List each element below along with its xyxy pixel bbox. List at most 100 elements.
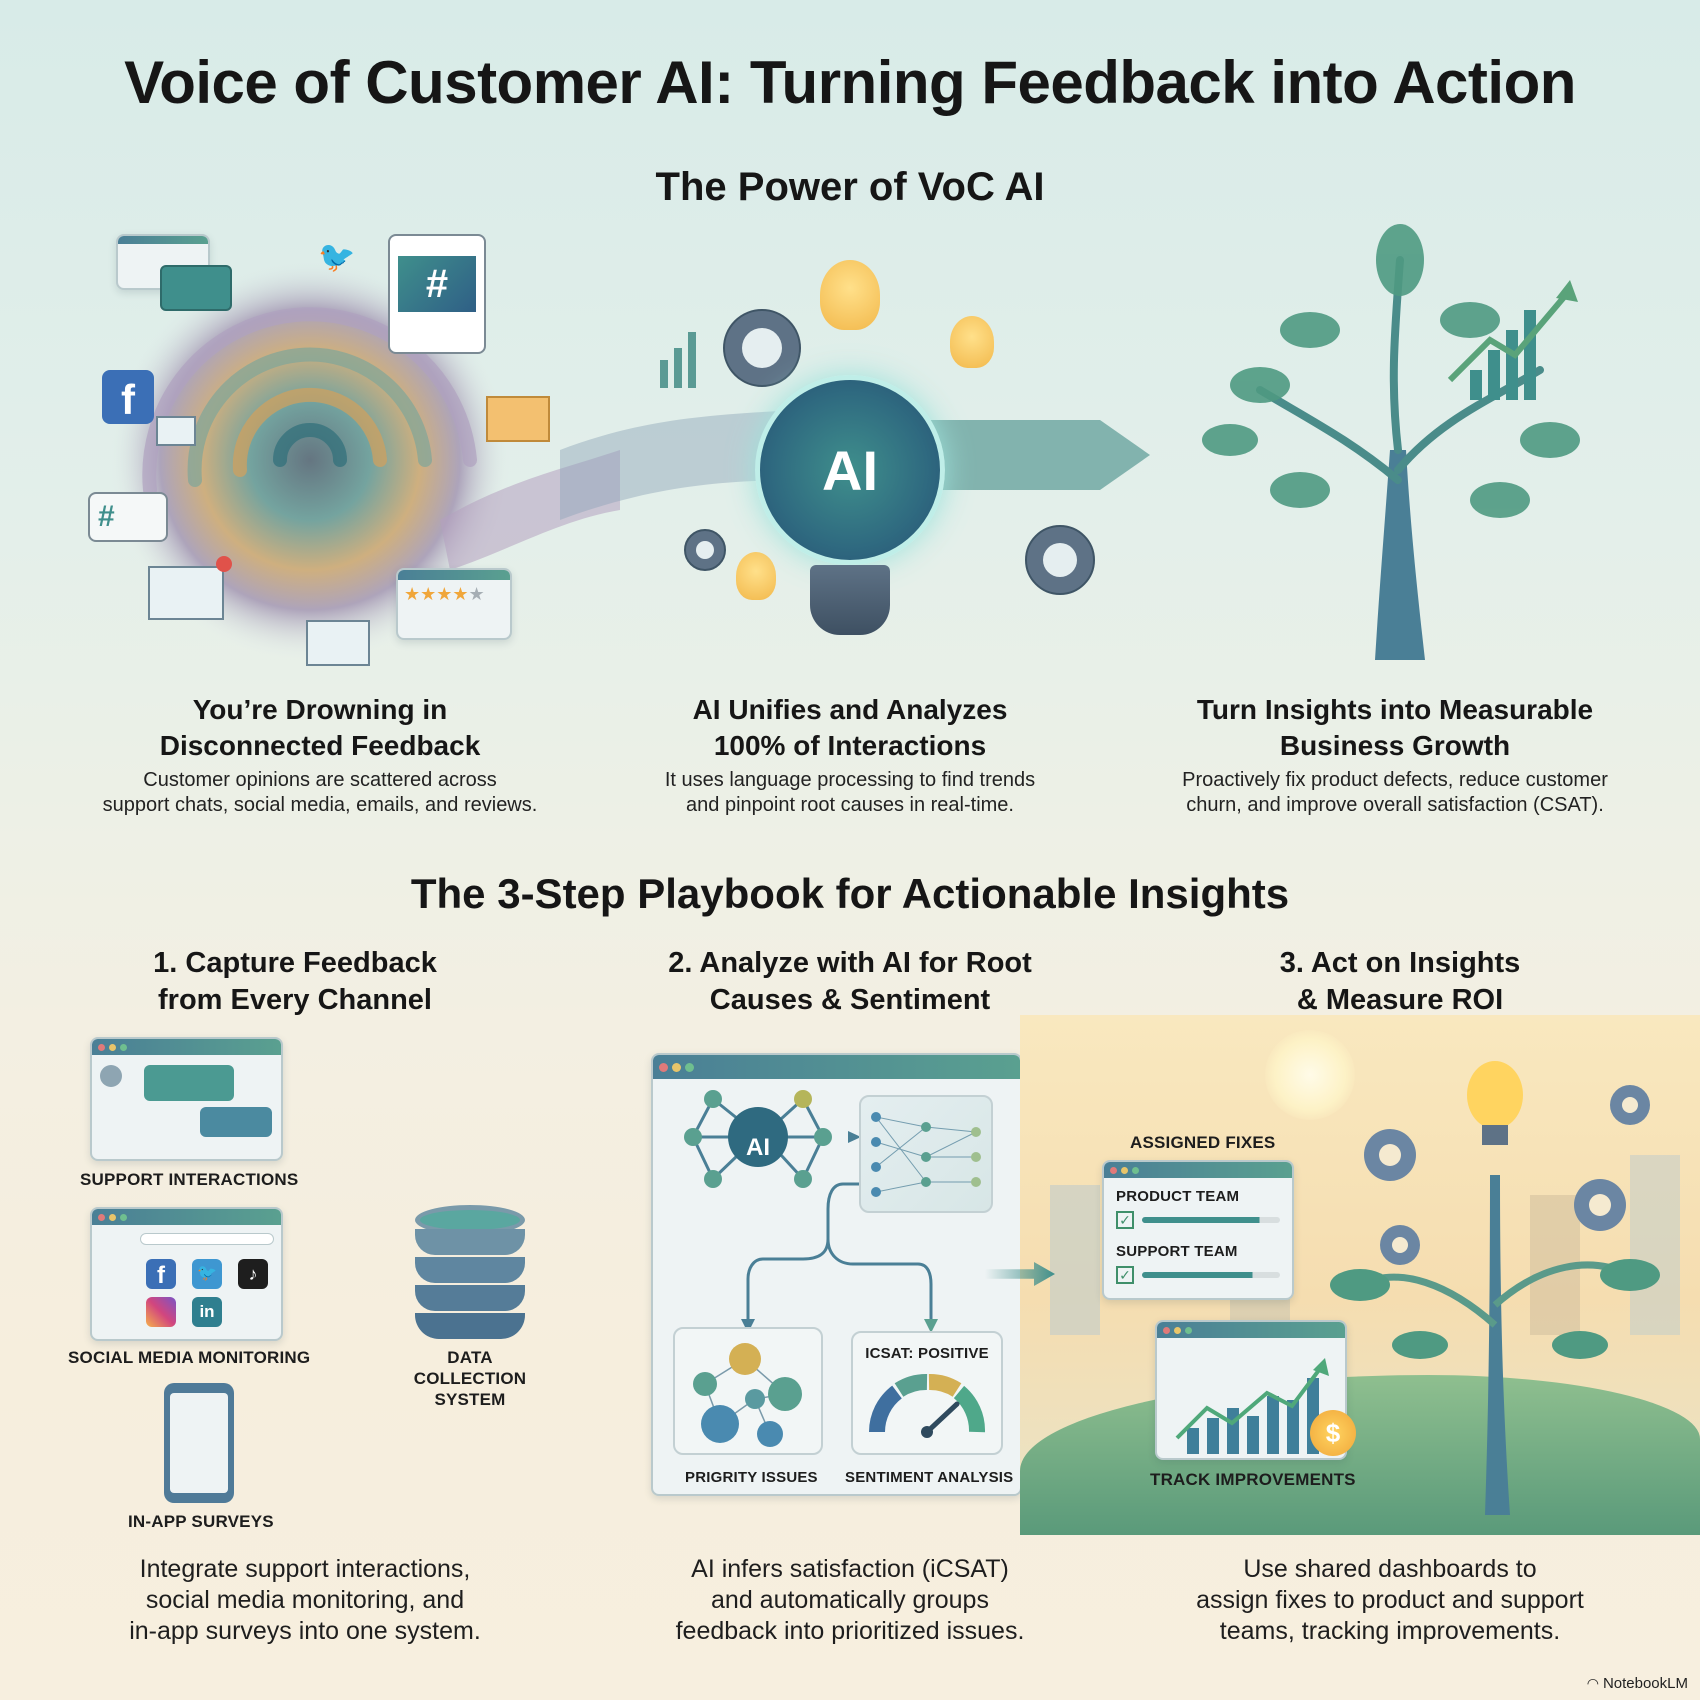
- product-team-label: PRODUCT TEAM: [1116, 1188, 1240, 1205]
- column-body: churn, and improve overall satisfaction …: [1186, 794, 1604, 816]
- assigned-fixes-window: PRODUCT TEAM ✓ SUPPORT TEAM ✓: [1102, 1160, 1294, 1300]
- checkbox-checked-icon: ✓: [1116, 1211, 1134, 1229]
- step-1-description: Integrate support interactions, social m…: [60, 1554, 550, 1647]
- neural-network-icon: [871, 1112, 981, 1197]
- label-line: SYSTEM: [434, 1390, 506, 1409]
- description-line: and automatically groups: [711, 1586, 989, 1614]
- review-window-icon: ★★★★★: [396, 568, 512, 640]
- twitter-icon: 🐦: [318, 241, 356, 274]
- checkbox-checked-icon: ✓: [1116, 1266, 1134, 1284]
- step-heading-line: & Measure ROI: [1296, 984, 1504, 1016]
- icsat-gauge-title: ICSAT: POSITIVE: [865, 1345, 989, 1362]
- step-3-description: Use shared dashboards to assign fixes to…: [1140, 1554, 1640, 1647]
- sentiment-gauge-icon: [869, 1374, 985, 1438]
- avatar-icon: [100, 1065, 122, 1087]
- email-alert-icon: [148, 566, 224, 620]
- support-team-label: SUPPORT TEAM: [1116, 1243, 1238, 1260]
- column-heading: You’re Drowning in: [192, 694, 448, 725]
- ai-network-diagram-icon: [684, 1090, 938, 1333]
- label-line: DATA: [447, 1348, 493, 1367]
- chat-bubble-icon: [200, 1107, 272, 1137]
- hashtag-chat-icon: #: [88, 492, 168, 542]
- email-icon: [306, 620, 370, 666]
- ai-lightbulb-illustration: AI: [560, 220, 1180, 660]
- step-heading-line: 2. Analyze with AI for Root: [668, 947, 1032, 979]
- vortex-icon: [110, 260, 620, 660]
- track-improvements-label: TRACK IMPROVEMENTS: [1150, 1470, 1356, 1489]
- description-line: AI infers satisfaction (iCSAT): [691, 1555, 1009, 1583]
- social-post-icon: #: [388, 234, 486, 354]
- description-line: feedback into prioritized issues.: [675, 1617, 1025, 1645]
- column-heading: Disconnected Feedback: [159, 730, 481, 761]
- data-collection-system-label: DATA COLLECTION SYSTEM: [390, 1347, 550, 1410]
- priority-issues-label: PRIGRITY ISSUES: [685, 1469, 818, 1486]
- column-body: and pinpoint root causes in real-time.: [686, 794, 1014, 816]
- column-body: Customer opinions are scattered across: [143, 769, 497, 791]
- page-title: Voice of Customer AI: Turning Feedback i…: [124, 49, 1576, 116]
- step-heading-line: from Every Channel: [158, 984, 432, 1016]
- feedback-vortex-illustration: 🐦 # f # ★★★★★: [60, 220, 620, 666]
- tree-icon: [1202, 224, 1580, 660]
- tiktok-icon: ♪: [238, 1259, 268, 1289]
- database-icon: [415, 1205, 525, 1339]
- step-1-heading: 1. Capture Feedback from Every Channel: [60, 945, 530, 1019]
- bulb-base-icon: [810, 565, 890, 635]
- section-title-power: The Power of VoC AI: [655, 165, 1045, 209]
- column-heading: AI Unifies and Analyzes: [692, 694, 1008, 725]
- data-stream-icon: [560, 309, 1150, 595]
- column-heading: Business Growth: [1279, 730, 1511, 761]
- smartphone-icon: [164, 1383, 234, 1503]
- description-line: Integrate support interactions,: [139, 1555, 471, 1583]
- progress-bar: [1142, 1217, 1280, 1223]
- dollar-coin-icon: $: [1310, 1410, 1356, 1456]
- step-heading-line: 1. Capture Feedback: [153, 947, 437, 979]
- in-app-surveys-label: IN-APP SURVEYS: [128, 1512, 274, 1531]
- facebook-icon: f: [146, 1259, 176, 1289]
- label-line: COLLECTION: [413, 1369, 527, 1388]
- ai-analysis-window: AI ICSAT: POSITIVE: [651, 1053, 1022, 1496]
- linkedin-icon: in: [192, 1297, 222, 1327]
- city-landscape-illustration: ASSIGNED FIXES PRODUCT TEAM ✓ SUPPORT TE…: [1020, 1015, 1700, 1535]
- instagram-icon: [146, 1297, 176, 1327]
- star-rating-icon: ★★★★★: [404, 584, 485, 604]
- neural-network-panel: [859, 1095, 993, 1213]
- step-2-description: AI infers satisfaction (iCSAT) and autom…: [610, 1554, 1090, 1647]
- notebooklm-watermark: ◠ NotebookLM: [1587, 1675, 1688, 1692]
- sun-icon: [1265, 1030, 1355, 1120]
- description-line: assign fixes to product and support: [1196, 1586, 1584, 1614]
- power-column-1: You’re Drowning in Disconnected Feedback…: [40, 692, 600, 818]
- description-line: social media monitoring, and: [145, 1586, 465, 1614]
- sentiment-analysis-label: SENTIMENT ANALYSIS: [845, 1469, 1014, 1486]
- power-column-2: AI Unifies and Analyzes 100% of Interact…: [570, 692, 1130, 818]
- hashtag-icon: #: [398, 256, 476, 312]
- email-icon: [156, 416, 196, 446]
- twitter-icon: 🐦: [192, 1259, 222, 1289]
- watermark-text: NotebookLM: [1602, 1675, 1688, 1692]
- ai-bulb-label: AI: [822, 438, 878, 502]
- priority-issues-panel: [673, 1327, 823, 1455]
- lightbulb-icon: [820, 260, 880, 330]
- step-heading-line: Causes & Sentiment: [709, 984, 991, 1016]
- notebooklm-logo-icon: ◠: [1586, 1675, 1599, 1691]
- support-interactions-label: SUPPORT INTERACTIONS: [80, 1170, 299, 1189]
- description-line: Use shared dashboards to: [1243, 1555, 1537, 1583]
- section-title-playbook: The 3-Step Playbook for Actionable Insig…: [410, 870, 1290, 917]
- progress-bar: [1142, 1272, 1280, 1278]
- email-icon: [486, 396, 550, 442]
- column-heading: 100% of Interactions: [713, 730, 987, 761]
- step-heading-line: 3. Act on Insights: [1279, 947, 1521, 979]
- column-heading: Turn Insights into Measurable: [1196, 694, 1594, 725]
- idea-tree-icon: [1330, 1061, 1660, 1515]
- column-body: It uses language processing to find tren…: [664, 769, 1036, 791]
- description-line: teams, tracking improvements.: [1219, 1617, 1561, 1645]
- ai-node-label: AI: [746, 1134, 770, 1161]
- social-media-window: f 🐦 ♪ in: [90, 1207, 283, 1341]
- cluster-graph-icon: [693, 1343, 802, 1447]
- assigned-fixes-label: ASSIGNED FIXES: [1130, 1133, 1276, 1152]
- step-3-heading: 3. Act on Insights & Measure ROI: [1150, 945, 1650, 1019]
- sentiment-analysis-panel: ICSAT: POSITIVE: [851, 1331, 1003, 1455]
- step-2-heading: 2. Analyze with AI for Root Causes & Sen…: [600, 945, 1100, 1019]
- power-column-3: Turn Insights into Measurable Business G…: [1110, 692, 1680, 818]
- social-media-monitoring-label: SOCIAL MEDIA MONITORING: [68, 1348, 311, 1367]
- chat-bubble-icon: [144, 1065, 234, 1101]
